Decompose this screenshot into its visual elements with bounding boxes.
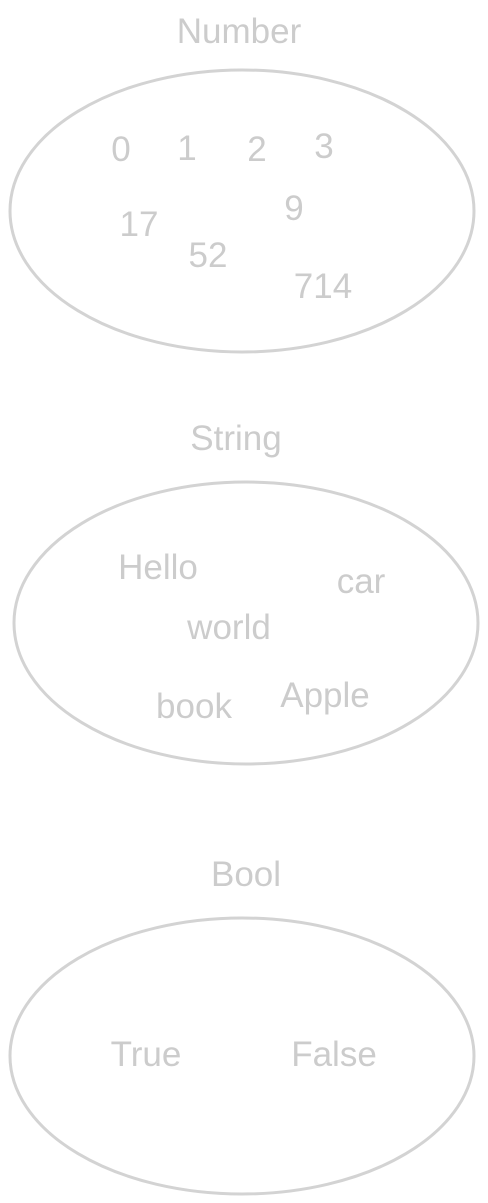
member-number: 714 (294, 267, 352, 306)
member-string: world (186, 608, 271, 647)
set-bool: Bool True False (8, 855, 476, 1196)
member-bool: True (111, 1035, 182, 1074)
set-boundary-bool (8, 916, 476, 1196)
set-title-number: Number (177, 12, 302, 51)
set-number: Number 0 1 2 3 17 9 52 714 (8, 12, 476, 354)
member-number: 0 (111, 130, 130, 169)
member-number: 17 (120, 205, 159, 244)
member-number: 1 (177, 129, 196, 168)
set-boundary-string (12, 480, 480, 766)
member-string: Hello (118, 548, 198, 587)
member-string: Apple (280, 676, 370, 715)
member-number: 9 (284, 189, 303, 228)
member-string: book (156, 687, 232, 726)
member-number: 52 (189, 236, 228, 275)
set-title-bool: Bool (211, 855, 281, 894)
set-string: String Hello car world book Apple (12, 419, 480, 766)
member-number: 3 (314, 127, 333, 166)
member-bool: False (291, 1035, 377, 1074)
member-number: 2 (247, 130, 266, 169)
member-string: car (337, 562, 386, 601)
set-boundary-number (8, 68, 476, 354)
set-title-string: String (190, 419, 281, 458)
